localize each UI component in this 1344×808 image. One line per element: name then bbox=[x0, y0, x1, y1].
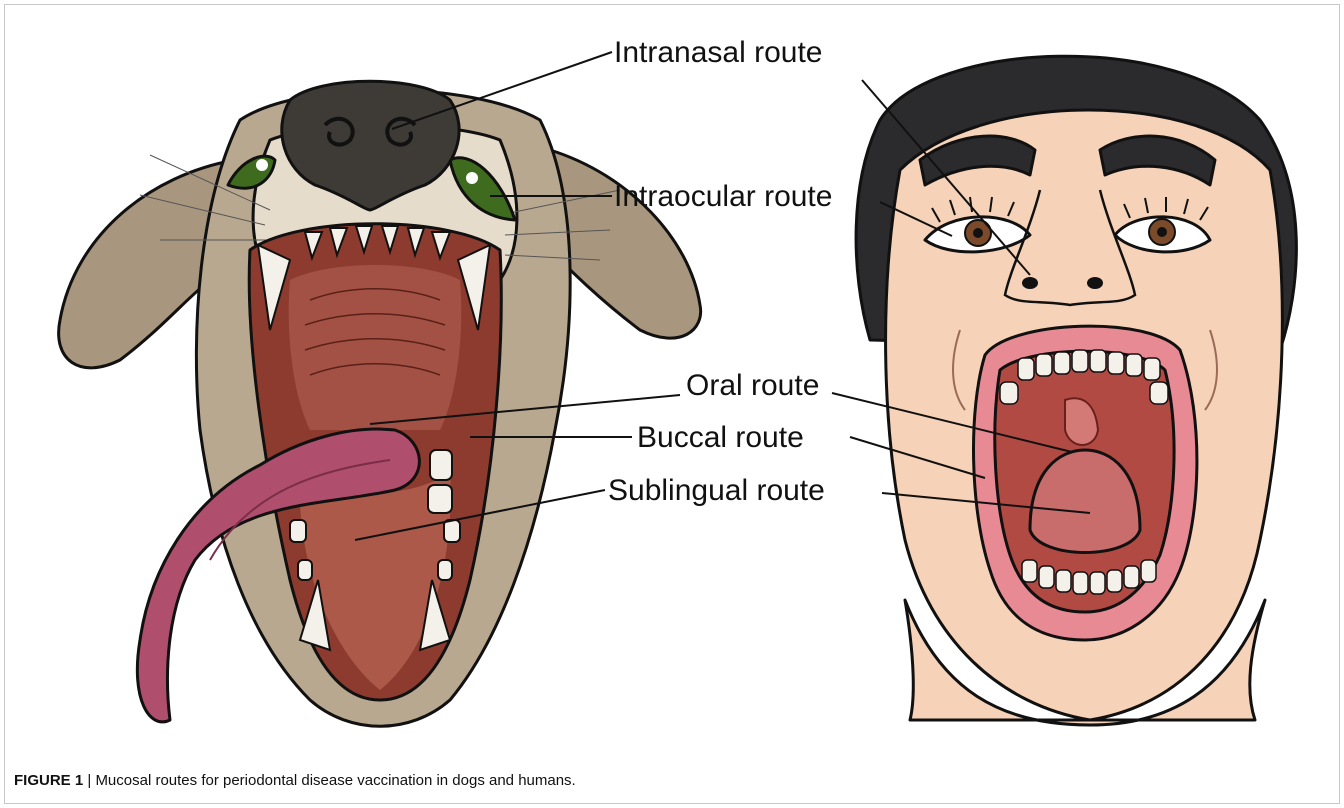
dog-illustration bbox=[59, 81, 701, 726]
oral-label: Oral route bbox=[686, 369, 819, 402]
figure-caption: FIGURE 1 | Mucosal routes for periodonta… bbox=[14, 772, 576, 789]
caption-text: Mucosal routes for periodontal disease v… bbox=[95, 772, 575, 789]
intraocular-label: Intraocular route bbox=[614, 180, 832, 213]
intranasal-label: Intranasal route bbox=[614, 36, 822, 69]
buccal-label: Buccal route bbox=[637, 421, 804, 454]
illustration: Intranasal route Intraocular route Oral … bbox=[0, 0, 1344, 760]
human-illustration bbox=[856, 56, 1296, 725]
figure-number: FIGURE 1 bbox=[14, 772, 83, 789]
human-right-nostril bbox=[1087, 277, 1103, 289]
sublingual-label: Sublingual route bbox=[608, 474, 825, 507]
caption-separator: | bbox=[87, 772, 91, 789]
human-left-nostril bbox=[1022, 277, 1038, 289]
